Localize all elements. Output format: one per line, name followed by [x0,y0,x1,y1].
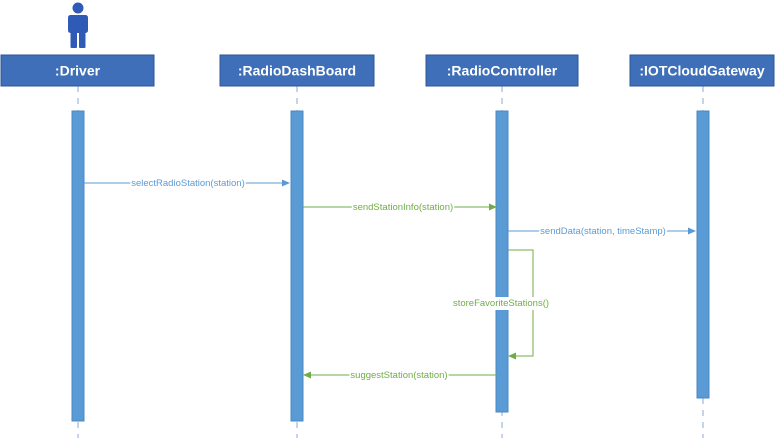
activation-bar-driver [71,110,85,422]
messages-layer: selectRadioStation(station) sendStationIn… [84,178,696,381]
message-label: sendData(station, timeStamp) [540,226,666,237]
label-background [351,202,455,211]
arrowhead [282,179,290,187]
label-background [349,370,449,379]
arrowhead [489,203,497,211]
participant-gateway[interactable]: :IOTCloudGateway [629,54,775,87]
arrowhead [688,227,696,235]
message-label: sendStationInfo(station) [353,202,453,213]
arrowhead [303,371,311,379]
participant-label: :RadioController [447,63,558,79]
participant-dashboard[interactable]: :RadioDashBoard [219,54,375,87]
label-background [130,178,246,187]
participant-label: :Driver [55,63,101,79]
message-label: suggestStation(station) [350,370,447,381]
actor-person-icon [68,2,88,48]
participant-label: :IOTCloudGateway [639,63,764,79]
activation-bar-gateway [696,110,710,399]
participant-box [219,54,375,87]
activations-layer [71,110,710,422]
participant-driver[interactable]: :Driver [0,54,155,87]
message-select-radio-station[interactable]: selectRadioStation(station) [84,178,290,189]
arrowhead [508,352,516,360]
participant-label: :RadioDashBoard [238,63,356,79]
activation-bar-controller [495,110,509,413]
participant-controller[interactable]: :RadioController [425,54,579,87]
participant-box [629,54,775,87]
participant-box [425,54,579,87]
activation-bar-dashboard [290,110,304,422]
message-label: selectRadioStation(station) [131,178,245,189]
message-store-favorite-stations[interactable]: storeFavoriteStations() [450,249,552,360]
message-send-data[interactable]: sendData(station, timeStamp) [508,226,696,237]
label-background [539,226,667,235]
participant-box [0,54,155,87]
message-label: storeFavoriteStations() [453,298,549,309]
label-background [450,297,552,310]
message-suggest-station[interactable]: suggestStation(station) [303,370,497,381]
participants-layer: :Driver :RadioDashBoard :RadioController :I… [0,2,775,87]
message-send-station-info[interactable]: sendStationInfo(station) [303,202,497,213]
lifelines-layer [77,86,704,438]
